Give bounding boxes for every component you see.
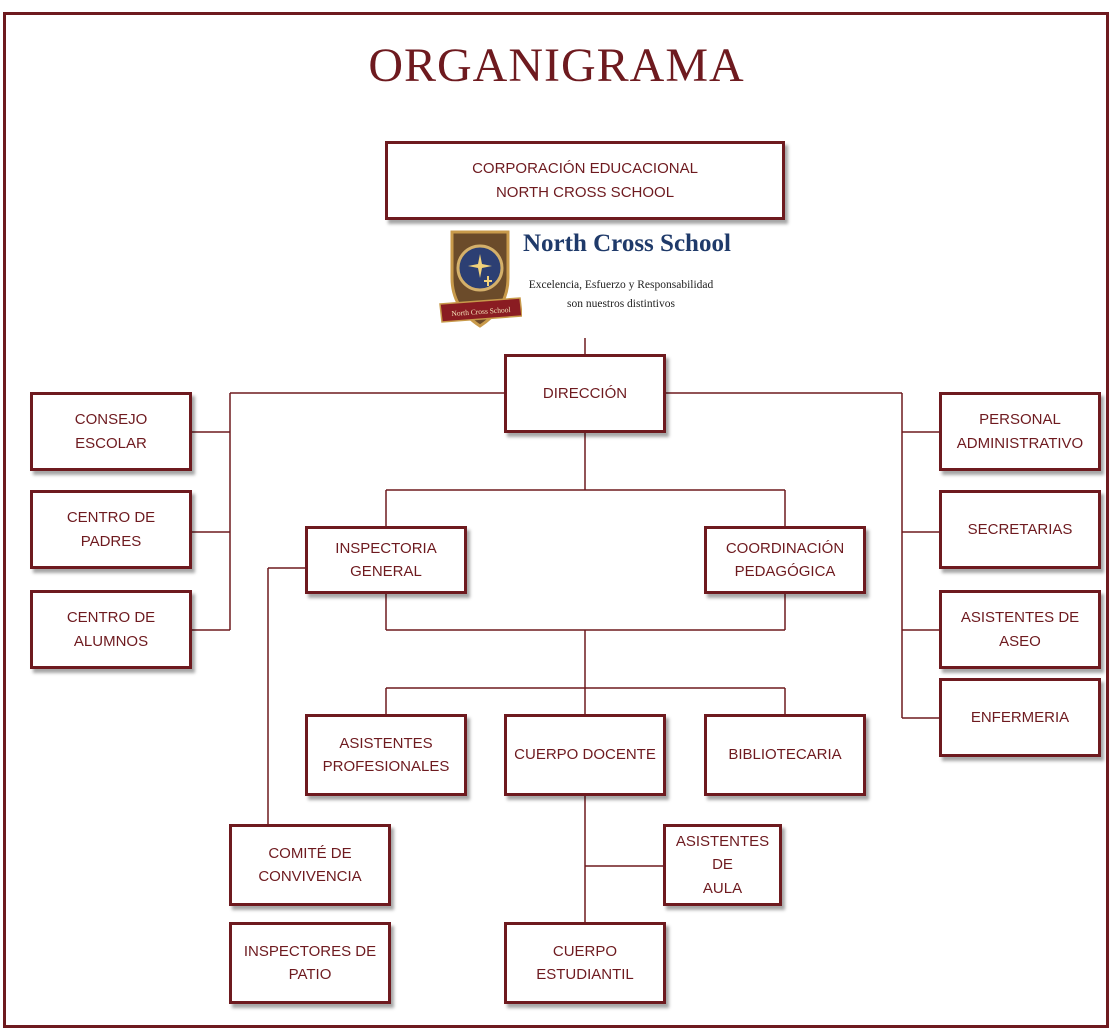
- bibliotecaria-box: BIBLIOTECARIA: [704, 714, 866, 796]
- logo-motto: Excelencia, Esfuerzo y Responsabilidad s…: [528, 279, 714, 310]
- direccion-box: DIRECCIÓN: [504, 354, 666, 433]
- logo-name: North Cross School: [523, 230, 731, 257]
- enfermeria-box: ENFERMERIA: [939, 678, 1101, 757]
- asistentes-aseo-box: ASISTENTES DE ASEO: [939, 590, 1101, 669]
- centro-padres-box: CENTRO DE PADRES: [30, 490, 192, 569]
- shield-emblem-icon: North Cross School: [439, 230, 522, 328]
- consejo-escolar-box: CONSEJO ESCOLAR: [30, 392, 192, 471]
- svg-text:North Cross School: North Cross School: [451, 305, 511, 318]
- page-title: ORGANIGRAMA: [368, 39, 745, 92]
- cuerpo-docente-box: CUERPO DOCENTE: [504, 714, 666, 796]
- secretarias-box: SECRETARIAS: [939, 490, 1101, 569]
- school-logo: North Cross School North Cross School Ex…: [438, 226, 731, 338]
- page-frame: [3, 12, 1109, 1028]
